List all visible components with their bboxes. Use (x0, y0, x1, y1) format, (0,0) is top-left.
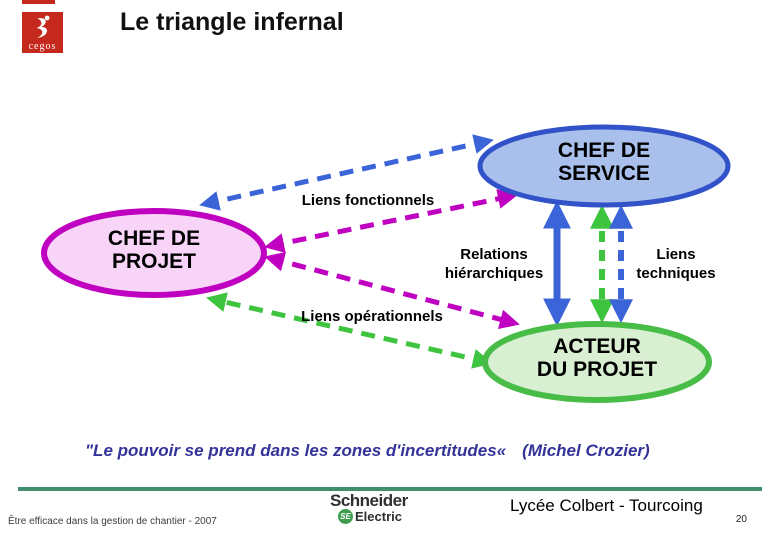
node-chef-de-service-label-line2: SERVICE (558, 162, 650, 185)
label-liens-operationnels: Liens opérationnels (301, 308, 443, 325)
node-acteur-du-projet-label-line1: ACTEUR (553, 335, 641, 358)
schneider-logo-wordmark: Schneider (330, 491, 408, 510)
triangle-diagram: CHEF DE SERVICE CHEF DE PROJET ACTEUR DU… (41, 124, 731, 403)
arrow-liens-fonctionnels-magenta (264, 189, 518, 253)
quote-attribution: (Michel Crozier) (522, 441, 650, 460)
label-liens-fonctionnels: Liens fonctionnels (302, 192, 435, 209)
cegos-logo-bar (22, 0, 55, 4)
label-relations-hierarchiques-line2: hiérarchiques (445, 265, 543, 282)
label-liens-techniques-line2: techniques (636, 265, 715, 282)
node-chef-de-projet (41, 208, 267, 298)
node-chef-de-service (477, 124, 731, 208)
schneider-se-icon: SE (338, 509, 353, 524)
cegos-logo-text: cegos (28, 41, 57, 52)
node-chef-de-projet-label-line1: CHEF DE (108, 227, 200, 250)
arrow-liens-fonctionnels-blue (199, 134, 494, 211)
page-number: 20 (735, 514, 747, 525)
node-chef-de-projet-label-line2: PROJET (112, 250, 196, 273)
page-title: Le triangle infernal (120, 8, 344, 36)
arrow-liens-operationnels-green (206, 292, 493, 369)
footer-divider (18, 487, 762, 491)
label-relations-hierarchiques-line1: Relations (460, 246, 528, 263)
schneider-electric-wordmark: Electric (355, 509, 402, 524)
label-liens-techniques-line1: Liens (656, 246, 695, 263)
node-chef-de-service-label-line1: CHEF DE (558, 139, 650, 162)
node-acteur-du-projet (482, 321, 712, 403)
quote-line: "Le pouvoir se prend dans les zones d'in… (85, 441, 650, 461)
footer-note: Être efficace dans la gestion de chantie… (8, 516, 217, 527)
schneider-electric-logo: Schneider SE Electric (330, 492, 408, 524)
cegos-logo: cegos (22, 12, 63, 53)
cegos-figure-icon (36, 15, 50, 39)
quote-text: "Le pouvoir se prend dans les zones d'in… (85, 441, 507, 460)
footer-institution: Lycée Colbert - Tourcoing (510, 496, 703, 515)
node-acteur-du-projet-label-line2: DU PROJET (537, 358, 657, 381)
